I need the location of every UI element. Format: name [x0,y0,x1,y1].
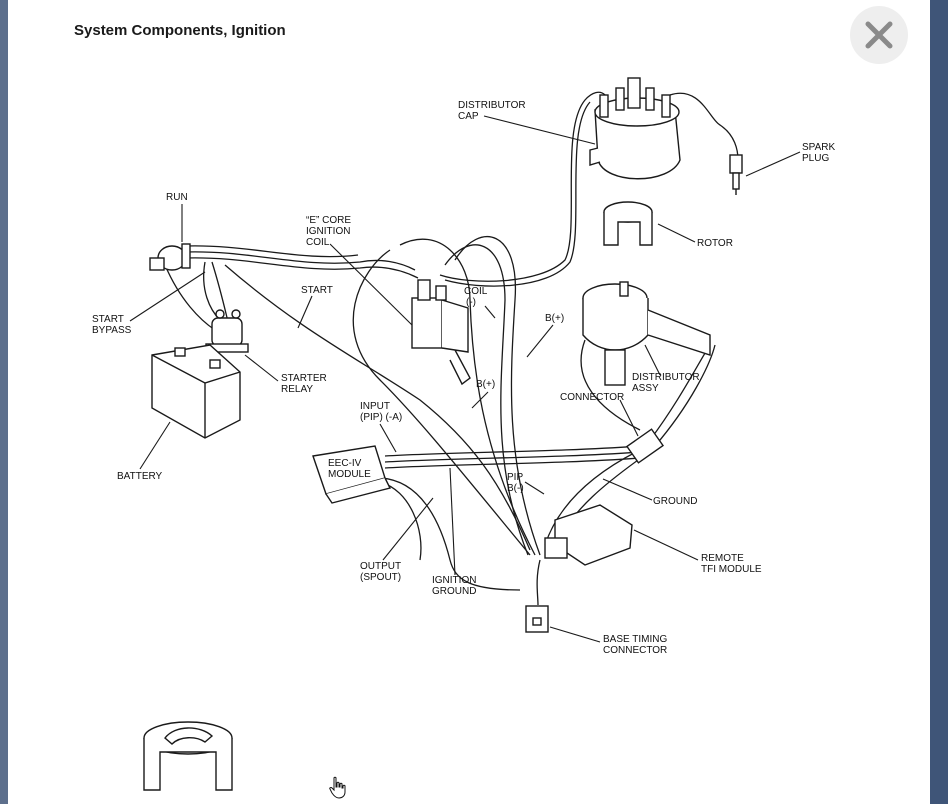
page-title: System Components, Ignition [74,22,286,39]
tfi-module-icon [544,504,633,566]
label-e-core-coil: “E” CORE [306,215,351,226]
label-start-bypass: START [92,314,124,325]
svg-text:COIL(-): COIL(-) [464,286,488,308]
label-spark-plug: SPARK [802,142,835,153]
scrollbar-track[interactable] [930,0,948,804]
label-start: START [301,285,333,296]
label-b-plus-lower: B(+) [476,379,495,390]
label-output-spout: OUTPUT [360,561,401,572]
rotor-icon [603,201,653,246]
close-button[interactable] [850,6,908,64]
rotor-detail-icon [143,721,233,791]
ignition-coil-icon [411,279,471,386]
base-timing-connector-icon [525,605,549,633]
svg-text:OUTPUT(SPOUT): OUTPUT(SPOUT) [360,561,401,583]
label-b-plus-upper: B(+) [545,313,564,324]
label-pip-b-negative: PIP [507,472,523,483]
label-remote-tfi-module: REMOTE [701,553,744,564]
close-icon [865,21,893,49]
distributor-assy-icon [582,281,711,386]
distributor-cap-icon [589,77,681,180]
label-rotor: ROTOR [697,238,733,249]
label-connector: CONNECTOR [560,392,624,403]
hand-cursor-icon [329,776,346,799]
connector-icon [626,428,664,464]
label-base-timing-connector: BASE TIMING [603,634,667,645]
label-distributor-cap: DISTRIBUTOR [458,100,526,111]
label-distributor-assy: DISTRIBUTOR [632,372,700,383]
svg-text:INPUT(PIP) (-A): INPUT(PIP) (-A) [360,401,402,423]
label-starter-relay: STARTER [281,373,327,384]
label-battery: BATTERY [117,471,163,482]
wiring-harness [164,91,739,606]
label-coil-negative: COIL [464,286,488,297]
leader-lines [129,115,801,643]
eec-iv-module-icon [312,445,392,504]
battery-icon [151,344,241,439]
spark-plug-icon [729,154,743,195]
label-run: RUN [166,192,188,203]
label-eec-iv-module: EEC-IV [328,458,362,469]
ignition-switch-icon [149,243,191,271]
label-ground: GROUND [653,496,697,507]
label-ignition-ground: IGNITION [432,575,476,586]
label-input-pip: INPUT [360,401,390,412]
